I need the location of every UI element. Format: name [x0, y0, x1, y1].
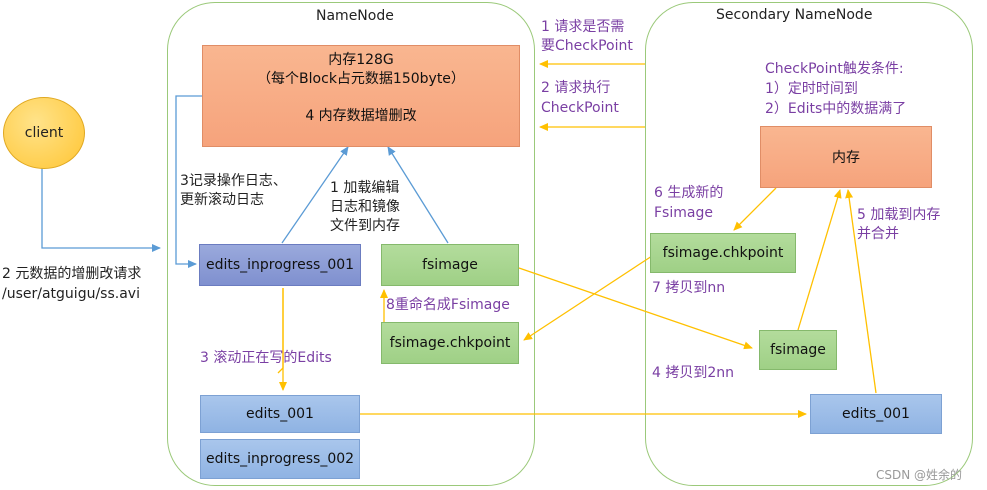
client-node: client [3, 97, 85, 169]
arrow-fsimage-to-memory [387, 146, 449, 244]
log-label-line1: 3记录操作日志、 [180, 173, 287, 189]
namenode-region [167, 2, 535, 486]
arrow-edits-to-memory [281, 146, 349, 244]
generate-fsimage-line1: 6 生成新的 [654, 185, 724, 201]
edits-001-snn-box: edits_001 [810, 394, 942, 434]
checkpoint-request-line2: 要CheckPoint [541, 38, 633, 54]
request-label-line2: /user/atguigu/ss.avi [2, 286, 140, 302]
arrow-client-to-edits [41, 168, 161, 252]
request-label-line1: 2 元数据的增删改请求 [2, 266, 142, 282]
watermark: CSDN @姓余的 [876, 468, 963, 482]
load-label-line2: 日志和镜像 [330, 199, 400, 215]
rename-label: 8重命名成Fsimage [386, 297, 510, 313]
edits-inprogress-002-box: edits_inprogress_002 [200, 439, 360, 479]
secondary-namenode-region [645, 2, 973, 486]
secondary-namenode-title: Secondary NameNode [716, 7, 873, 23]
memory-block-text: （每个Block占元数据150byte） [257, 71, 465, 87]
generate-fsimage-line2: Fsimage [654, 205, 713, 221]
fsimage-snn-box: fsimage [759, 330, 837, 370]
load-label-line3: 文件到内存 [330, 218, 400, 234]
arrow-log-to-edits [175, 95, 202, 268]
log-label-line2: 更新滚动日志 [180, 192, 264, 208]
memory-crud-text: 4 内存数据增删改 [305, 108, 417, 124]
arrow-memory-to-chkpoint [733, 187, 777, 231]
roll-label: 3 滚动正在写的Edits [200, 350, 332, 366]
checkpoint-request-line1: 1 请求是否需 [541, 19, 625, 35]
trigger-condition-line3: 2）Edits中的数据满了 [765, 101, 907, 117]
copy-to-nn-label: 7 拷贝到nn [652, 280, 726, 296]
checkpoint-execute-line2: CheckPoint [541, 100, 619, 116]
arrow-chkpoint-to-nn [523, 255, 653, 341]
fsimage-chkpoint-snn-box: fsimage.chkpoint [650, 233, 796, 273]
edits-inprogress-001-box: edits_inprogress_001 [199, 244, 361, 286]
trigger-condition-line2: 1）定时时间到 [765, 81, 858, 97]
fsimage-nn-box: fsimage [381, 244, 519, 286]
load-merge-line1: 5 加载到内存 [857, 207, 941, 223]
namenode-memory-box: 内存128G （每个Block占元数据150byte） 4 内存数据增删改 [202, 45, 520, 147]
fsimage-chkpoint-nn-box: fsimage.chkpoint [381, 322, 519, 364]
load-label-line1: 1 加载编辑 [330, 180, 400, 196]
memory-size-text: 内存128G [328, 52, 394, 68]
trigger-condition-line1: CheckPoint触发条件: [765, 61, 904, 77]
namenode-title: NameNode [316, 8, 394, 24]
arrow-edits-to-memory-snn [845, 189, 877, 394]
checkpoint-execute-line1: 2 请求执行 [541, 80, 611, 96]
load-merge-line2: 并合并 [857, 226, 899, 242]
arrow-fsimage-to-memory-snn [797, 189, 842, 331]
snn-memory-box: 内存 [760, 126, 932, 188]
copy-to-2nn-label: 4 拷贝到2nn [652, 365, 735, 381]
arrow-fsimage-to-snn [518, 267, 753, 350]
edits-001-nn-box: edits_001 [200, 395, 360, 433]
